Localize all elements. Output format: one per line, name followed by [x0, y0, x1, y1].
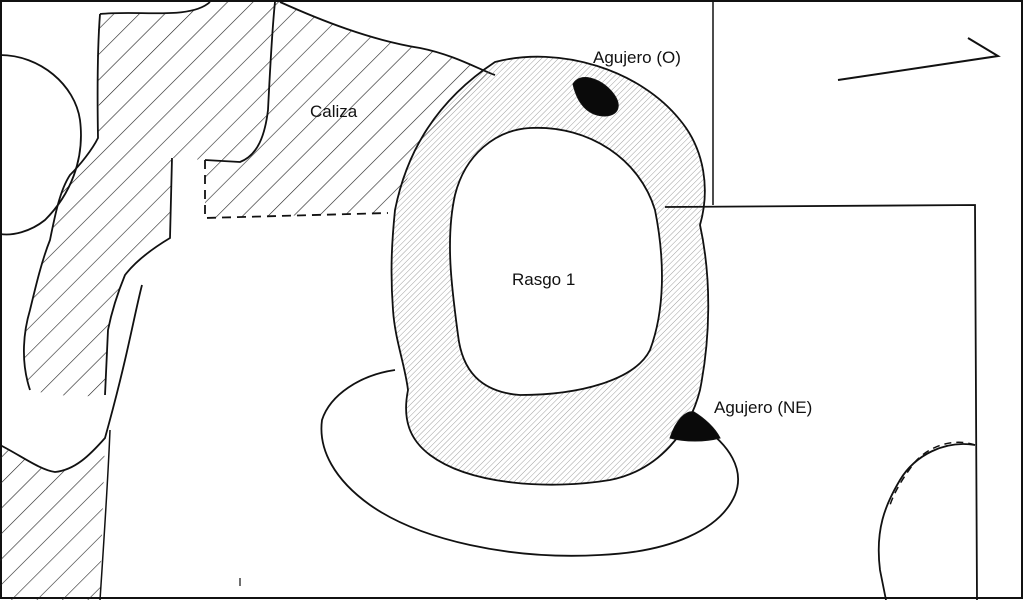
limestone-outline-outer — [99, 1, 211, 15]
hole-west — [572, 77, 619, 117]
dashed-excavation-edge — [204, 160, 389, 219]
feature-pit — [449, 127, 663, 396]
label-hole-west: Agujero (O) — [593, 48, 681, 67]
hole-northeast — [669, 411, 721, 442]
vertical-contour — [99, 429, 111, 600]
limestone-step — [104, 157, 173, 396]
label-feature: Rasgo 1 — [512, 270, 575, 289]
lower-right-contour — [877, 443, 976, 600]
north-arrow-stroke — [837, 37, 1001, 81]
left-contour — [0, 54, 82, 236]
label-limestone: Caliza — [310, 102, 358, 121]
limestone-area — [23, 2, 495, 397]
lower-limestone-outline — [0, 284, 143, 473]
lower-right-dashed-contour — [889, 441, 976, 506]
excavation-unit-boundary — [664, 204, 978, 600]
label-hole-northeast: Agujero (NE) — [714, 398, 812, 417]
limestone-outline-left — [23, 13, 101, 391]
limestone-outline-right — [279, 1, 496, 76]
lower-limestone-area — [0, 438, 105, 600]
limestone-inner-boundary — [204, 1, 276, 163]
